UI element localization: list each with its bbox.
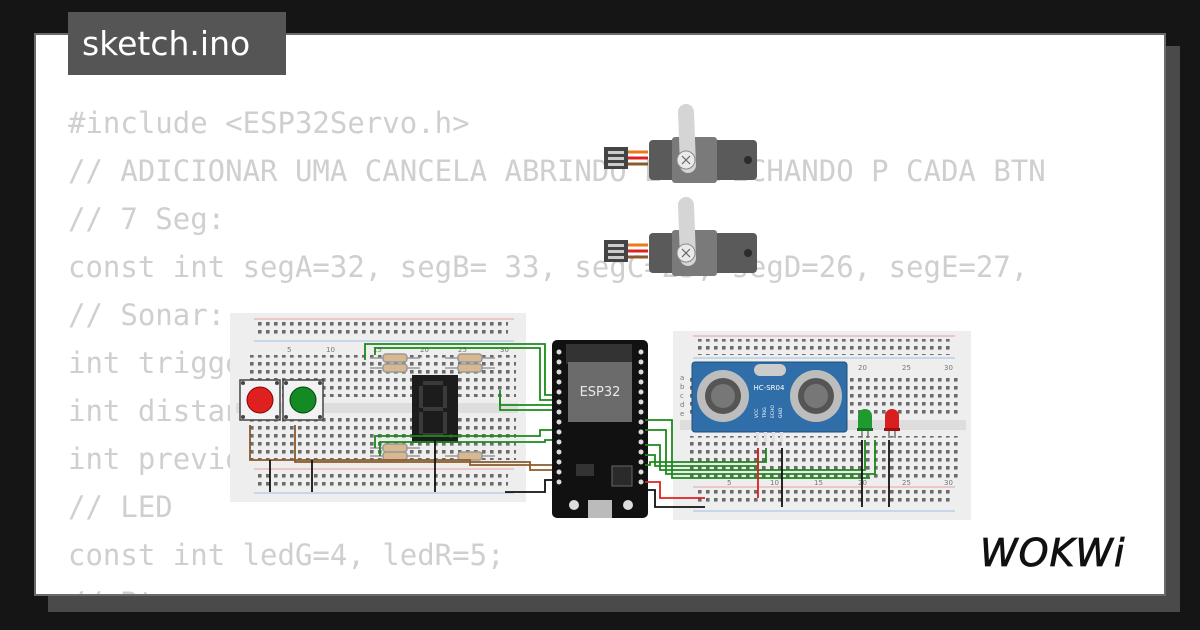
svg-text:ECHO: ECHO (770, 405, 776, 418)
code-line-3: // 7 Seg: (68, 202, 226, 236)
code-line-1: #include <ESP32Servo.h> (68, 106, 470, 140)
led-red (884, 409, 900, 438)
push-button-red[interactable] (239, 379, 281, 421)
code-line-9: // LED (68, 490, 173, 524)
bb-left-col-labels: 5 10 15 20 25 30 (287, 346, 509, 354)
svg-text:WOKWi: WOKWi (980, 531, 1126, 575)
sonar-label: HC-SR04 (754, 384, 785, 392)
esp32-label: ESP32 (580, 385, 621, 400)
esp32-board: ESP32 (552, 340, 648, 518)
ultrasonic-sensor: HC-SR04 VCC TRIG ECHO GND (691, 361, 848, 442)
bb-right-row-labels: a b c d e (680, 374, 687, 418)
wires-right (645, 419, 890, 508)
wires-left (249, 343, 555, 493)
wokwi-logo: WOKWi (978, 528, 1150, 580)
code-line-11: // Btn (68, 579, 1046, 594)
code-line-10: const int ledG=4, ledR=5; (68, 538, 505, 572)
code-line-2: // ADICIONAR UMA CANCELA ABRINDO E 1 FEC… (68, 154, 1046, 188)
svg-text:TRIG: TRIG (762, 407, 768, 419)
servo-motor-1 (604, 104, 757, 183)
svg-text:GND: GND (778, 407, 784, 418)
svg-text:VCC: VCC (754, 409, 760, 418)
servo-motor-2 (604, 197, 757, 276)
led-green (857, 409, 873, 438)
code-preview-card: #include <ESP32Servo.h> // ADICIONAR UMA … (34, 33, 1166, 596)
bb-right-col-labels: 20 25 30 (858, 364, 953, 372)
code-editor: #include <ESP32Servo.h> // ADICIONAR UMA … (68, 99, 1046, 594)
seven-segment-display (412, 375, 458, 443)
resistors (370, 353, 495, 461)
code-line-5: // Sonar: (68, 298, 226, 332)
push-button-green[interactable] (282, 379, 324, 421)
file-tab[interactable]: sketch.ino (68, 12, 286, 75)
